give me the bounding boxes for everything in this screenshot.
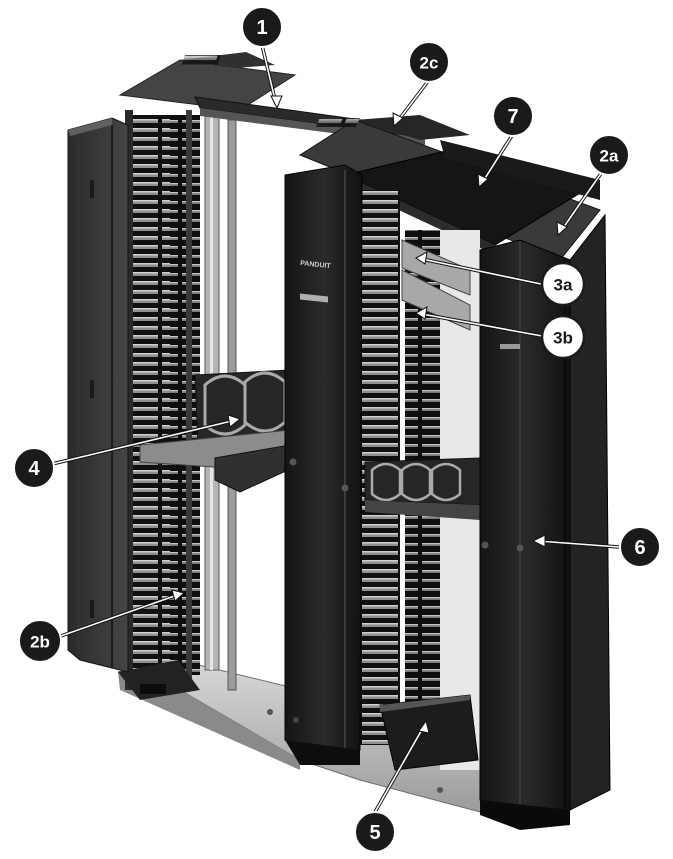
callout-1: 1: [241, 6, 283, 48]
svg-text:3b: 3b: [553, 329, 573, 348]
callout-2a: 2a: [588, 134, 630, 176]
svg-text:2c: 2c: [420, 54, 439, 73]
callout-2c: 2c: [408, 41, 450, 83]
right-rack: [284, 115, 611, 830]
svg-text:1: 1: [256, 17, 267, 39]
horizontal-cable-manager: [139, 369, 296, 493]
svg-text:4: 4: [28, 458, 40, 480]
svg-text:3a: 3a: [554, 276, 573, 295]
callout-7: 7: [492, 95, 534, 137]
callout-3a: 3a: [540, 261, 586, 307]
svg-text:7: 7: [507, 106, 518, 128]
callout-6: 6: [619, 526, 661, 568]
leader-arrowheads: [171, 95, 568, 734]
svg-text:5: 5: [369, 822, 380, 844]
brand-logo: PANDUIT: [300, 260, 332, 270]
callouts: 1 2c 7 2a 3a 3b 4 6: [13, 6, 661, 853]
callout-5: 5: [354, 811, 396, 853]
callout-4: 4: [13, 447, 55, 489]
leader-lines: [51, 44, 620, 813]
left-door: [67, 117, 129, 673]
svg-text:6: 6: [634, 537, 645, 559]
callout-3b: 3b: [540, 314, 586, 360]
svg-text:2b: 2b: [30, 633, 50, 652]
svg-text:2a: 2a: [600, 147, 619, 166]
callout-2b: 2b: [18, 619, 62, 663]
